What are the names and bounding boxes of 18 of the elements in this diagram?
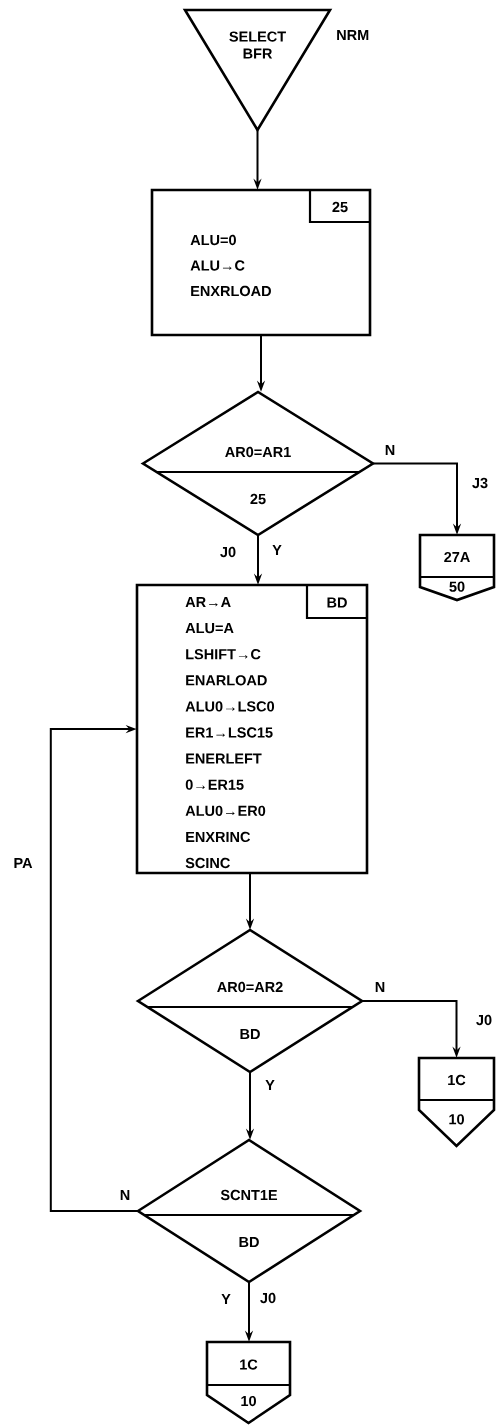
connector-label: J3 (472, 477, 488, 489)
connector-label: J0 (476, 1014, 492, 1026)
edge-label: N (383, 444, 397, 456)
edge-label: Y (220, 1293, 232, 1305)
arrow (49, 724, 139, 1212)
edge-label: N (373, 981, 387, 993)
connector-label: J0 (260, 1292, 276, 1304)
connector-label: PA (14, 858, 33, 868)
edge-label: N (118, 1189, 132, 1201)
connector-label: J0 (220, 546, 236, 558)
edge-label: Y (271, 544, 283, 556)
process-box: 25 ALU=0 ALU→C ENXRLOAD (150, 188, 372, 337)
off-page-connector: 1C 10 (205, 1340, 292, 1425)
process-box: AR→A BD ALU=A LSHIFT→C ENARLOAD ALU0→LSC0 ER1→LSC15 ENERLEFT 0→ER15 ALU0→ER0 ENXRINC SCINC (135, 583, 369, 875)
off-page-connector: 27A 50 (418, 533, 496, 602)
side-label: NRM (337, 30, 369, 40)
edge-label: Y (264, 1079, 276, 1091)
off-page-connector: 1C 10 (417, 1056, 496, 1148)
